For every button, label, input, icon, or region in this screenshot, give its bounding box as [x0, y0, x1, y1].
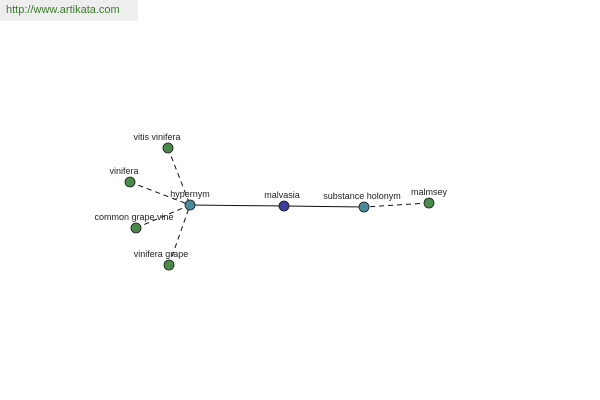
edge-hypernym-vitis-vinifera	[167, 147, 191, 206]
label-hypernym[interactable]: hypernym	[170, 189, 210, 199]
graph-edges	[129, 147, 430, 266]
label-vinifera[interactable]: vinifera	[109, 166, 138, 176]
edge-hypernym-common-grape-vine	[135, 204, 191, 229]
node-common-grape-vine[interactable]	[130, 222, 142, 234]
url-banner: http://www.artikata.com	[0, 0, 138, 21]
label-malvasia[interactable]: malvasia	[264, 190, 300, 200]
node-malvasia[interactable]	[278, 200, 290, 212]
node-substance-holonym[interactable]	[358, 201, 370, 213]
node-malmsey[interactable]	[423, 197, 435, 209]
label-vitis-vinifera[interactable]: vitis vinifera	[133, 132, 180, 142]
graph-nodes	[124, 142, 435, 271]
label-common-grape-vine[interactable]: common grape vine	[94, 212, 173, 222]
node-vinifera-grape[interactable]	[163, 259, 175, 271]
edge-malvasia-hypernym	[189, 204, 285, 207]
edge-hypernym-vinifera	[129, 181, 191, 206]
edge-hypernym-vinifera-grape	[168, 204, 191, 266]
label-malmsey[interactable]: malmsey	[411, 187, 448, 197]
edge-substance-holonym-malmsey	[363, 202, 430, 208]
label-vinifera-grape[interactable]: vinifera grape	[134, 249, 189, 259]
label-substance-holonym[interactable]: substance holonym	[323, 191, 401, 201]
node-vinifera[interactable]	[124, 176, 136, 188]
edge-malvasia-substance-holonym	[283, 205, 365, 208]
graph-labels: malvasia hypernym substance holonym vitis v…	[94, 132, 447, 259]
site-url[interactable]: http://www.artikata.com	[6, 4, 120, 16]
node-vitis-vinifera[interactable]	[162, 142, 174, 154]
node-hypernym[interactable]	[184, 199, 196, 211]
